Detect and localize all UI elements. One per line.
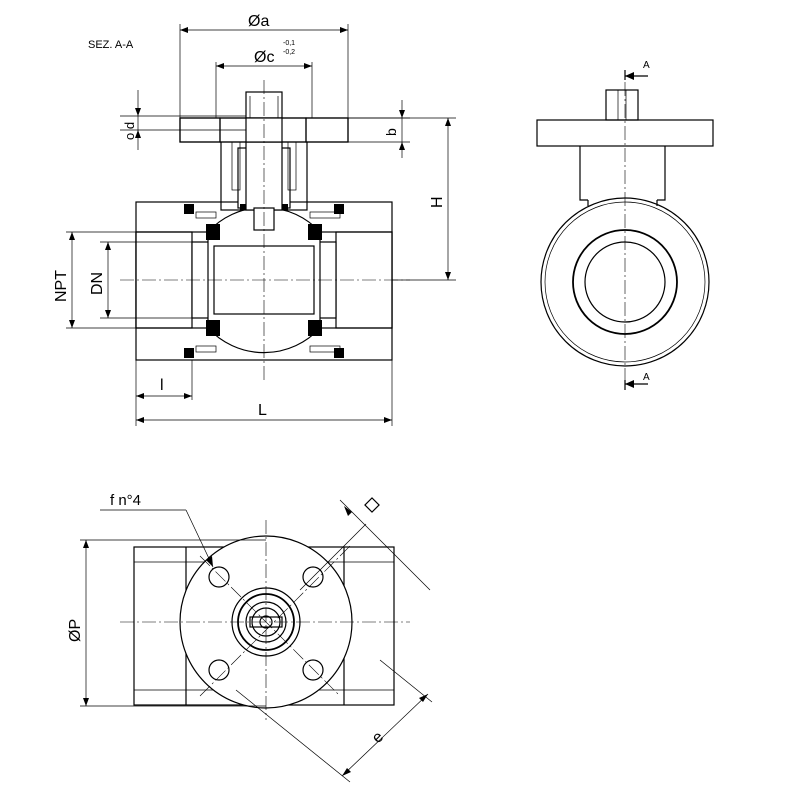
dim-L: L: [258, 402, 267, 419]
dim-f-n4: f n°4: [110, 492, 141, 509]
section-view: SEZ. A-A: [53, 13, 456, 426]
gasket: [184, 204, 194, 214]
dim-c: Øc: [254, 49, 274, 66]
dim-NPT: NPT: [53, 270, 70, 302]
cap-thread: [309, 345, 341, 353]
section-label: SEZ. A-A: [88, 39, 134, 51]
cap-thread: [195, 345, 217, 353]
bolt-hole: [302, 659, 324, 681]
dim-b: b: [383, 128, 399, 136]
section-mark-bottom: A: [643, 372, 650, 383]
gasket: [184, 348, 194, 358]
side-flange: [536, 119, 714, 147]
dim-l: l: [160, 377, 164, 394]
cap-thread: [195, 211, 217, 219]
gasket: [334, 204, 344, 214]
side-stem: [605, 89, 639, 121]
dim-H: H: [429, 196, 446, 208]
seat-bottom-left: [206, 320, 220, 336]
dim-DN: DN: [89, 272, 106, 295]
section-mark-top: A: [643, 60, 650, 71]
seat-bottom-right: [308, 320, 322, 336]
bolt-hole: [302, 566, 324, 588]
bolt-hole: [208, 566, 230, 588]
seat-top-right: [308, 224, 322, 240]
dim-P: ØP: [67, 619, 84, 642]
tolerance-c-lower: -0,2: [283, 49, 295, 56]
tolerance-c-upper: -0,1: [283, 40, 295, 47]
side-view: A A: [536, 60, 714, 390]
top-view: f n°4 ØP e: [67, 492, 433, 783]
seat-top-left: [206, 224, 220, 240]
square-symbol: [364, 497, 380, 513]
dim-o-d: o d: [122, 122, 137, 140]
dim-e: e: [369, 728, 387, 746]
bolt-hole: [208, 659, 230, 681]
cap-thread: [309, 211, 341, 219]
dim-a: Øa: [248, 13, 269, 30]
gasket: [334, 348, 344, 358]
